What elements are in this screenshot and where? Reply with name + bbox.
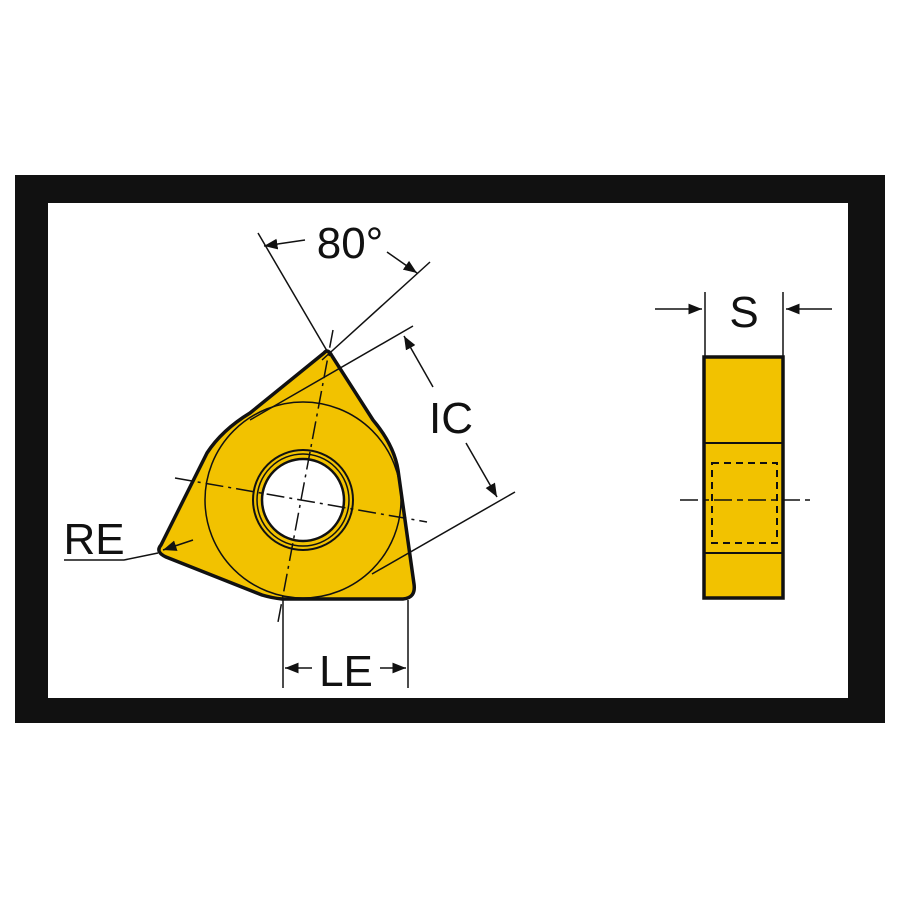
angle-label: 80° [317,219,384,268]
angle-arrow-left [263,238,306,250]
re-leader [64,552,159,561]
angle-line-left [257,232,331,357]
center-line-vertical [277,329,334,623]
ic-arrow-top [403,335,434,388]
ic-tangent-bottom [371,491,516,575]
hole-outer-ring [252,449,354,551]
re-arrow [162,539,194,551]
inscribed-circle [204,401,402,599]
angle-arrow-right [386,251,418,274]
top-view-insert [64,232,516,688]
ic-label: IC [429,394,473,443]
side-view-insert [655,292,832,600]
re-label: RE [63,515,124,564]
ic-tangent-top [249,325,414,421]
ic-arrow-bottom [465,442,498,498]
angle-line-right [321,261,431,361]
le-label: LE [319,647,373,696]
s-label: S [729,288,758,337]
